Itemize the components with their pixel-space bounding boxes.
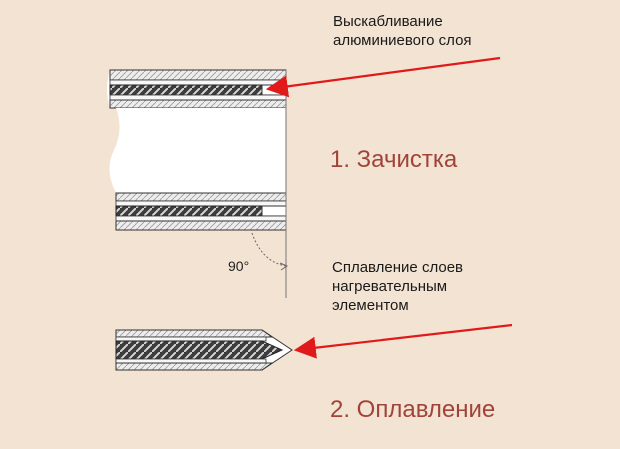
scraping-arrow (265, 56, 501, 98)
scraping-annotation: Выскабливание алюминиевого слоя (333, 13, 472, 49)
fusing-arrow (293, 323, 513, 359)
angle-arc-arrow (279, 262, 289, 271)
angle-arc (251, 232, 287, 267)
stripped-pipe-bottom-wall (115, 192, 287, 231)
angle-label: 90° (228, 258, 250, 274)
step-2-label: 2. Оплавление (330, 396, 496, 423)
stripped-pipe-top-wall (107, 69, 287, 109)
pipe-interior (109, 108, 286, 193)
fusing-annotation: Сплавление слоев нагревательным элементо… (332, 259, 464, 314)
step-1-label: 1. Зачистка (330, 146, 458, 173)
fused-pipe (115, 329, 293, 371)
